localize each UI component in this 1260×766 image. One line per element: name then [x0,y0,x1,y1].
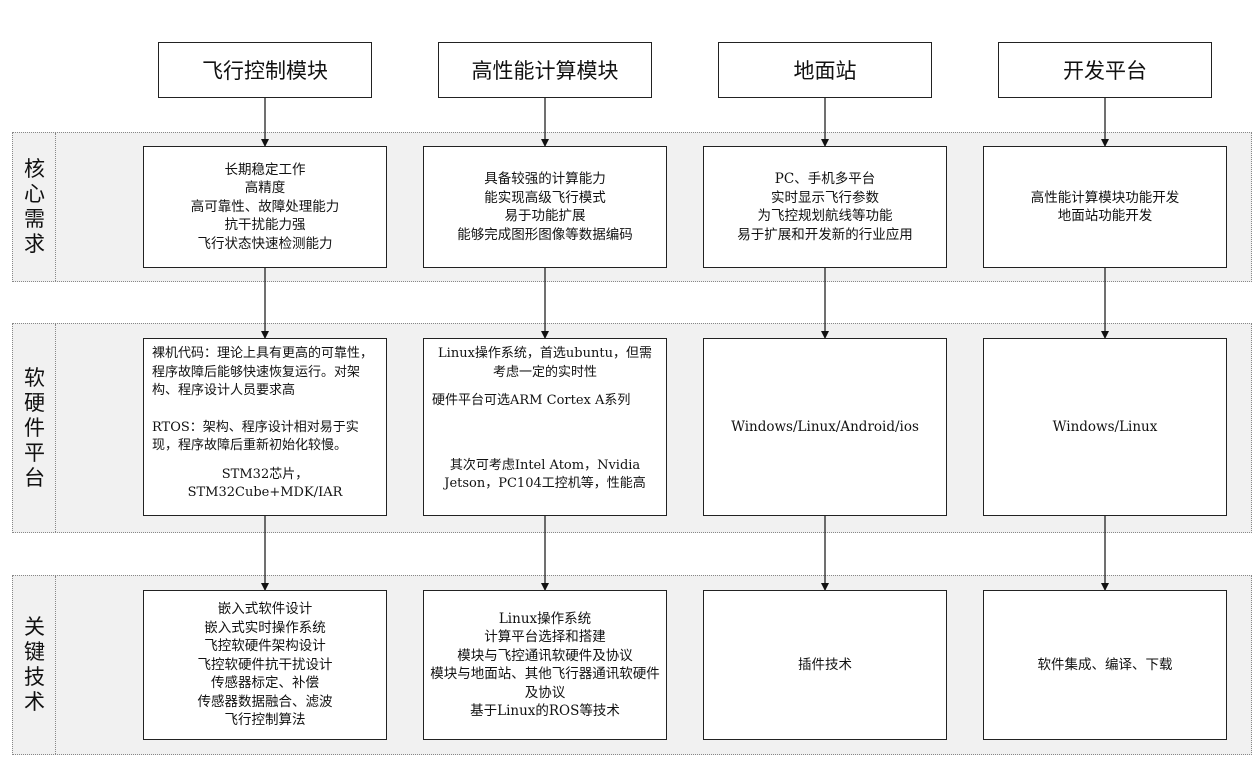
cell-core-hpc-module: 具备较强的计算能力 能实现高级飞行模式 易于功能扩展 能够完成图形图像等数据编码 [423,146,667,268]
column-header-flight-control: 飞行控制模块 [158,42,372,98]
row-label-hw-sw-platform: 软硬件平台 [14,324,56,532]
row-label-key-technology: 关键技术 [14,576,56,754]
cell-platform-dev-platform: Windows/Linux [983,338,1227,516]
cell-tech-hpc-module: Linux操作系统 计算平台选择和搭建 模块与飞控通讯软硬件及协议 模块与地面站… [423,590,667,740]
cell-platform-flight-control: 裸机代码：理论上具有更高的可靠性，程序故障后能够快速恢复运行。对架构、程序设计人… [143,338,387,516]
cell-platform-hpc-module: Linux操作系统，首选ubuntu，但需考虑一定的实时性 硬件平台可选ARM … [423,338,667,516]
cell-platform-ground-station: Windows/Linux/Android/ios [703,338,947,516]
cell-core-flight-control: 长期稳定工作 高精度 高可靠性、故障处理能力 抗干扰能力强 飞行状态快速检测能力 [143,146,387,268]
cell-tech-flight-control: 嵌入式软件设计 嵌入式实时操作系统 飞控软硬件架构设计 飞控软硬件抗干扰设计 传… [143,590,387,740]
column-header-hpc-module: 高性能计算模块 [438,42,652,98]
cell-core-ground-station: PC、手机多平台 实时显示飞行参数 为飞控规划航线等功能 易于扩展和开发新的行业… [703,146,947,268]
column-header-ground-station: 地面站 [718,42,932,98]
cell-tech-ground-station: 插件技术 [703,590,947,740]
cell-tech-dev-platform: 软件集成、编译、下载 [983,590,1227,740]
row-label-core-requirements: 核心需求 [14,133,56,281]
cell-core-dev-platform: 高性能计算模块功能开发 地面站功能开发 [983,146,1227,268]
column-header-dev-platform: 开发平台 [998,42,1212,98]
